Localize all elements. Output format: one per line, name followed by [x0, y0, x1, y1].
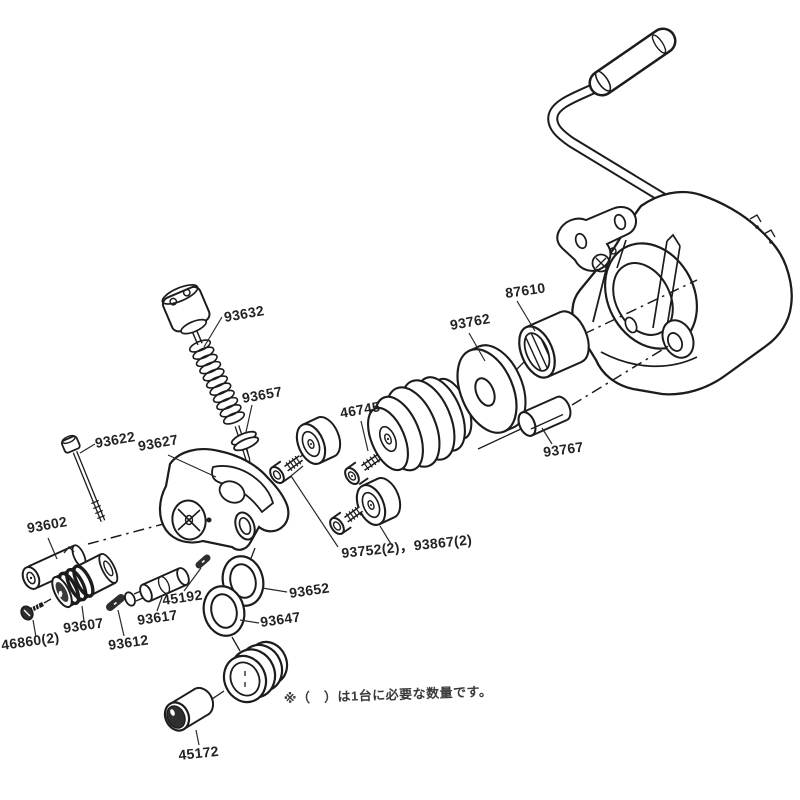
part-93647-drawing [202, 585, 246, 637]
part-93752-wheelA-drawing [295, 416, 342, 465]
cutter-body-drawing [556, 190, 793, 396]
part-label-93602: 93602 [26, 513, 69, 536]
part-93612-drawing [106, 594, 125, 611]
wheelA-screw-drawing [269, 455, 304, 485]
part-label-87610: 87610 [504, 279, 546, 300]
part-45172-drawing [163, 686, 215, 732]
part-label-46745: 46745 [339, 398, 382, 421]
part-label-93632: 93632 [223, 302, 266, 325]
part-label-93622: 93622 [94, 428, 137, 451]
leader-lines [32, 300, 553, 746]
part-93767-drawing [517, 395, 572, 437]
part-93657-drawing [230, 430, 260, 452]
part-93622-drawing [60, 434, 106, 522]
part-label-45192: 45192 [161, 586, 203, 607]
part-87610-drawing [518, 310, 590, 379]
part-label-93752-93867: 93752(2)，93867(2) [341, 531, 473, 561]
part-label-46860: 46860(2) [0, 629, 60, 653]
part-93762-drawing [456, 344, 527, 434]
part-label-93652: 93652 [288, 579, 330, 600]
part-93867-wheelB-drawing [355, 477, 402, 526]
part-93607-drawing [51, 552, 119, 609]
part-label-93627: 93627 [137, 431, 180, 454]
handle-drawing [547, 27, 712, 230]
part-label-45172: 45172 [178, 743, 220, 763]
part-label-93657: 93657 [241, 383, 284, 406]
axis-lines [43, 279, 698, 700]
part-label-93767: 93767 [542, 438, 584, 459]
feed-knob-drawing [222, 640, 289, 704]
part-93617-drawing [124, 567, 190, 607]
part-45192-drawing [195, 554, 211, 569]
part-label-93647: 93647 [259, 608, 301, 629]
part-label-93607: 93607 [62, 614, 104, 635]
part-label-93612: 93612 [107, 631, 149, 652]
part-93602-drawing [21, 544, 87, 590]
part-label-93617: 93617 [136, 606, 178, 627]
wheelB-screw-drawing [329, 506, 364, 536]
quantity-footnote: ※（ ）は1台に必要な数量です。 [284, 684, 493, 706]
part-93627-drawing [158, 447, 290, 551]
roller-stack-drawing [367, 376, 473, 472]
part-label-93762: 93762 [449, 310, 492, 333]
part-46860-drawing [20, 601, 45, 621]
